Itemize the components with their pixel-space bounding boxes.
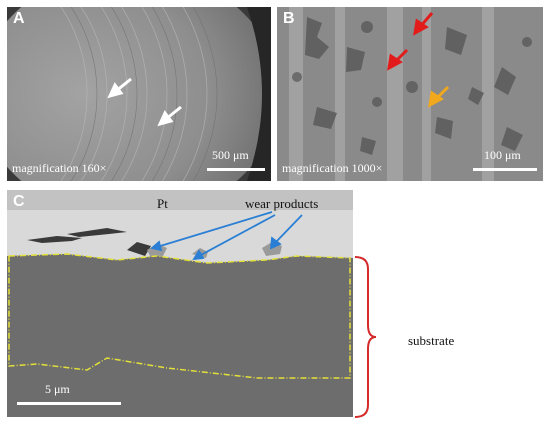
white-arrow-1 xyxy=(107,77,132,99)
panel-a-sem-image: A magnification 160× 500 μm xyxy=(7,7,271,181)
panel-b-letter: B xyxy=(283,10,295,27)
panel-a-scale-label: 500 μm xyxy=(212,148,249,162)
panel-a-magnification: magnification 160× xyxy=(12,161,107,175)
panel-a-letter: A xyxy=(13,10,25,27)
panel-c-letter: C xyxy=(13,193,25,210)
substrate-label: substrate xyxy=(408,333,455,348)
wear-track-image xyxy=(277,7,543,181)
panel-c-scale-label: 5 μm xyxy=(45,382,70,396)
orange-arrow xyxy=(428,85,450,108)
panel-c-scale-bar xyxy=(17,402,121,405)
panel-a-scale-bar xyxy=(207,168,265,171)
white-arrow-2 xyxy=(157,105,182,127)
worn-surface-image xyxy=(7,7,271,181)
panel-b-magnification: magnification 1000× xyxy=(282,161,383,175)
red-arrow-1 xyxy=(413,12,434,36)
panel-b-scale-label: 100 μm xyxy=(484,148,521,162)
panel-c-cross-section: C Pt wear products 5 μm xyxy=(7,190,353,417)
pt-label: Pt xyxy=(157,196,168,211)
panel-b-scale-bar xyxy=(473,168,537,171)
panel-b-sem-image: B magnification 1000× 100 μm xyxy=(277,7,543,181)
red-arrow-2 xyxy=(387,48,409,71)
cross-section-image xyxy=(7,190,353,417)
wear-products-label: wear products xyxy=(245,196,319,211)
substrate-bracket xyxy=(354,256,377,418)
